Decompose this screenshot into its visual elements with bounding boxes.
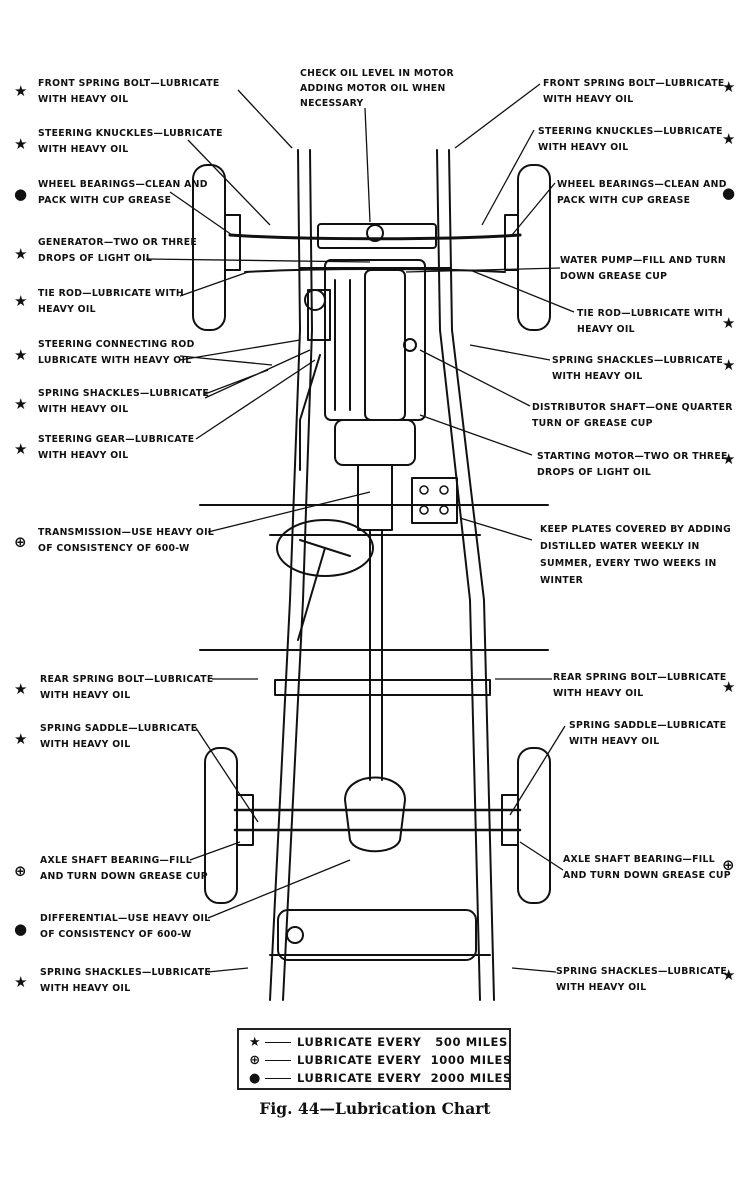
callout-spring-saddle-left: SPRING SADDLE—LUBRICATE WITH HEAVY OIL — [40, 723, 198, 750]
star-symbol-icon: ★ — [14, 135, 28, 153]
front-right-wheel — [504, 164, 551, 331]
callout-spring-shackles-left: SPRING SHACKLES—LUBRICATE WITH HEAVY OIL — [38, 388, 210, 415]
battery — [411, 477, 458, 524]
legend-box: ★LUBRICATE EVERY 500 MILES ⊕LUBRICATE EV… — [237, 1028, 511, 1090]
star-symbol-icon: ★ — [248, 1035, 262, 1050]
callout-steering-connecting-rod: STEERING CONNECTING ROD LUBRICATE WITH H… — [38, 339, 195, 366]
engine — [304, 259, 426, 421]
callout-rear-spring-bolt-right: REAR SPRING BOLT—LUBRICATE WITH HEAVY OI… — [553, 672, 727, 699]
star-symbol-icon: ★ — [722, 678, 736, 696]
callout-wheel-bearings-left: WHEEL BEARINGS—CLEAN AND PACK WITH CUP G… — [38, 179, 208, 206]
rear-right-wheel — [501, 747, 551, 904]
transmission-case — [357, 464, 393, 531]
rear-left-wheel — [204, 747, 254, 904]
dot-symbol-icon: ● — [249, 1071, 261, 1086]
steering-column — [297, 539, 351, 641]
cross-circle-symbol-icon: ⊕ — [722, 856, 735, 874]
front-axle — [228, 233, 522, 241]
callout-tie-rod-left: TIE ROD—LUBRICATE WITH HEAVY OIL — [38, 288, 184, 315]
callout-generator: GENERATOR—TWO OR THREE DROPS OF LIGHT OI… — [38, 237, 198, 264]
callout-transmission: TRANSMISSION—USE HEAVY OIL OF CONSISTENC… — [38, 527, 215, 554]
callout-starting-motor: STARTING MOTOR—TWO OR THREE DROPS OF LIG… — [537, 451, 728, 478]
rear-axle — [233, 808, 522, 832]
star-symbol-icon: ★ — [14, 395, 28, 413]
figure-caption: Fig. 44—Lubrication Chart — [259, 1099, 491, 1118]
leader-lines — [145, 83, 575, 973]
cross-circle-symbol-icon: ⊕ — [14, 533, 27, 551]
star-symbol-icon: ★ — [14, 292, 28, 310]
star-symbol-icon: ★ — [14, 440, 28, 458]
dot-symbol-icon: ● — [14, 185, 28, 203]
legend-row: ⊕LUBRICATE EVERY 1000 MILES — [247, 1053, 512, 1068]
fuel-cap — [286, 926, 304, 944]
callout-wheel-bearings-right: WHEEL BEARINGS—CLEAN AND PACK WITH CUP G… — [557, 179, 727, 206]
front-left-wheel — [192, 164, 241, 331]
star-symbol-icon: ★ — [14, 680, 28, 698]
dot-symbol-icon: ● — [722, 184, 736, 202]
star-symbol-icon: ★ — [14, 245, 28, 263]
callout-check-oil-level: CHECK OIL LEVEL IN MOTOR ADDING MOTOR OI… — [300, 68, 454, 109]
callout-differential: DIFFERENTIAL—USE HEAVY OIL OF CONSISTENC… — [40, 913, 211, 940]
dot-symbol-icon: ● — [14, 920, 28, 938]
star-symbol-icon: ★ — [722, 966, 736, 984]
cross-circle-symbol-icon: ⊕ — [249, 1053, 261, 1068]
star-symbol-icon: ★ — [14, 82, 28, 100]
cross-circle-symbol-icon: ⊕ — [14, 862, 27, 880]
steering-gear — [299, 354, 321, 471]
callout-water-pump: WATER PUMP—FILL AND TURN DOWN GREASE CUP — [560, 255, 726, 282]
star-symbol-icon: ★ — [722, 450, 736, 468]
callout-steering-knuckles-left: STEERING KNUCKLES—LUBRICATE WITH HEAVY O… — [38, 128, 223, 155]
differential-housing — [344, 776, 406, 853]
frame-rails — [269, 149, 495, 1001]
bell-housing — [334, 419, 416, 466]
callout-distributor-shaft: DISTRIBUTOR SHAFT—ONE QUARTER TURN OF GR… — [532, 402, 733, 429]
callout-steering-gear: STEERING GEAR—LUBRICATE WITH HEAVY OIL — [38, 434, 195, 461]
callout-axle-shaft-bearing-right: AXLE SHAFT BEARING—FILL AND TURN DOWN GR… — [563, 854, 731, 881]
legend-row: ●LUBRICATE EVERY 2000 MILES — [247, 1071, 512, 1086]
callout-battery-plates: KEEP PLATES COVERED BY ADDING DISTILLED … — [540, 524, 732, 586]
star-symbol-icon: ★ — [722, 314, 736, 332]
callout-front-spring-bolt-right: FRONT SPRING BOLT—LUBRICATE WITH HEAVY O… — [543, 78, 725, 105]
callout-spring-saddle-right: SPRING SADDLE—LUBRICATE WITH HEAVY OIL — [569, 720, 727, 747]
propeller-shaft — [369, 529, 383, 781]
callout-axle-shaft-bearing-left: AXLE SHAFT BEARING—FILL AND TURN DOWN GR… — [40, 855, 208, 882]
rear-cross-member — [274, 679, 491, 696]
star-symbol-icon: ★ — [14, 973, 28, 991]
callout-tie-rod-right: TIE ROD—LUBRICATE WITH HEAVY OIL — [577, 308, 723, 335]
callout-rear-spring-bolt-left: REAR SPRING BOLT—LUBRICATE WITH HEAVY OI… — [40, 674, 214, 701]
radiator-cap — [366, 224, 384, 242]
star-symbol-icon: ★ — [14, 346, 28, 364]
callout-spring-shackles-rear-left: SPRING SHACKLES—LUBRICATE WITH HEAVY OIL — [40, 967, 212, 994]
radiator — [317, 223, 437, 249]
fuel-tank — [277, 909, 477, 961]
callout-front-spring-bolt-left: FRONT SPRING BOLT—LUBRICATE WITH HEAVY O… — [38, 78, 220, 105]
star-symbol-icon: ★ — [14, 730, 28, 748]
legend-row: ★LUBRICATE EVERY 500 MILES — [248, 1035, 508, 1050]
steering-wheel — [276, 519, 374, 577]
callout-spring-shackles-rear-right: SPRING SHACKLES—LUBRICATE WITH HEAVY OIL — [556, 966, 728, 993]
star-symbol-icon: ★ — [722, 130, 736, 148]
star-symbol-icon: ★ — [722, 356, 736, 374]
star-symbol-icon: ★ — [722, 78, 736, 96]
callout-spring-shackles-right: SPRING SHACKLES—LUBRICATE WITH HEAVY OIL — [552, 355, 724, 382]
callout-steering-knuckles-right: STEERING KNUCKLES—LUBRICATE WITH HEAVY O… — [538, 126, 723, 153]
